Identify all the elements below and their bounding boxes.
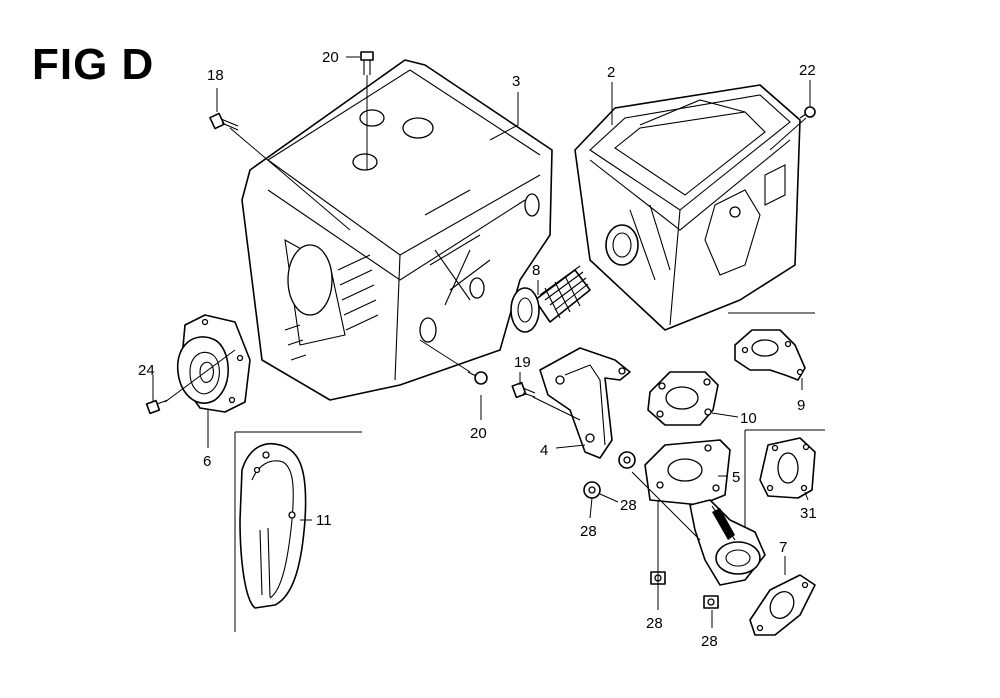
bolt-20-mid xyxy=(467,371,488,385)
callout-18: 18 xyxy=(207,67,224,84)
leader-lines xyxy=(152,56,811,628)
callout-labels: 18 20 3 2 22 8 24 6 20 19 10 9 4 5 28 28… xyxy=(138,49,817,650)
callout-7: 7 xyxy=(779,539,787,556)
exhaust-cover-part xyxy=(234,431,362,632)
callout-6: 6 xyxy=(203,453,211,470)
exhaust-gasket-31-part xyxy=(744,429,825,555)
callout-11: 11 xyxy=(316,512,332,529)
bolt-18 xyxy=(209,112,239,131)
muffler-gasket-part xyxy=(647,371,719,426)
callout-28-d: 28 xyxy=(701,633,718,650)
exhaust-pipe-part xyxy=(644,439,766,586)
bolt-19 xyxy=(511,381,536,399)
callout-3: 3 xyxy=(512,73,520,90)
callout-20-mid: 20 xyxy=(470,425,487,442)
bolt-20-top xyxy=(360,51,374,75)
exhaust-port-gasket-part xyxy=(749,574,816,636)
exhaust-gasket-part xyxy=(728,312,815,381)
callout-22: 22 xyxy=(799,62,816,79)
callout-2: 2 xyxy=(607,64,615,81)
callout-20-top: 20 xyxy=(322,49,339,66)
callout-28-b: 28 xyxy=(580,523,597,540)
callout-28-c: 28 xyxy=(646,615,663,632)
exhaust-deflector-part xyxy=(177,314,251,413)
muffler-bracket-part xyxy=(539,347,631,459)
muffler-part xyxy=(574,84,801,331)
callout-24: 24 xyxy=(138,362,155,379)
muffler-protector-part xyxy=(241,59,553,401)
bolt-24 xyxy=(145,399,169,415)
nut-28-a xyxy=(618,451,636,469)
callout-9: 9 xyxy=(797,397,805,414)
callout-4: 4 xyxy=(540,442,548,459)
spark-arrester-part xyxy=(510,265,591,333)
nut-28-b xyxy=(583,481,601,499)
callout-10: 10 xyxy=(740,410,757,427)
callout-8: 8 xyxy=(532,262,540,279)
callout-31: 31 xyxy=(800,505,817,522)
callout-5: 5 xyxy=(732,469,740,486)
nut-28-d xyxy=(703,595,719,609)
callout-19: 19 xyxy=(514,354,531,371)
callout-28-a: 28 xyxy=(620,497,637,514)
figure-title: FIG D xyxy=(32,40,155,89)
bolt-22 xyxy=(799,106,816,119)
